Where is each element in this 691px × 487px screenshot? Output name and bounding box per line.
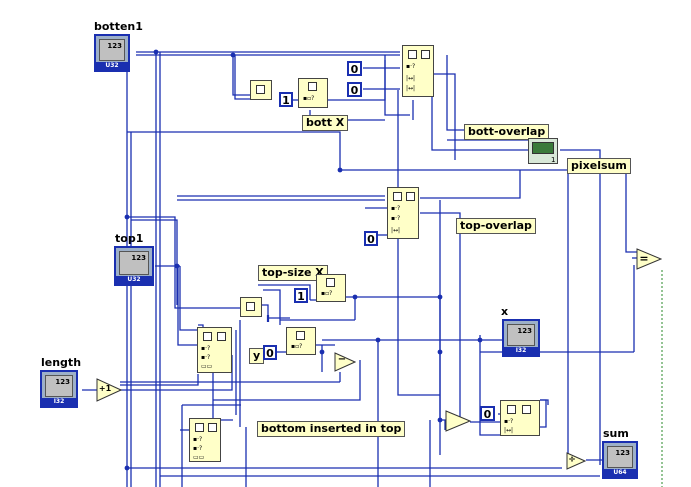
bott-overlap-subvi[interactable]: 1	[528, 138, 558, 164]
botten1-dtype: U32	[96, 62, 128, 70]
array-size-node-bott[interactable]: ▪▫?	[298, 78, 328, 108]
grid-icon	[256, 85, 265, 94]
grid-icon	[522, 405, 531, 414]
grid-icon	[393, 192, 402, 201]
sum-indicator[interactable]: 123 U64	[602, 441, 638, 479]
x-dtype: I32	[504, 347, 538, 355]
grid-icon	[408, 50, 417, 59]
bott-overlap-count: 1	[551, 156, 556, 164]
grid-icon	[208, 423, 217, 432]
terminal-glyph: |↔|	[391, 227, 401, 234]
constant-zero-top[interactable]: 0	[364, 231, 378, 246]
terminal-glyph: ▭▭	[201, 363, 213, 370]
grid-icon	[326, 278, 335, 287]
grid-icon	[203, 332, 212, 341]
botten1-value: 123	[99, 39, 125, 61]
length-value: 123	[45, 375, 73, 397]
bott-overlap-label: bott-overlap	[464, 124, 550, 140]
replace-array-subset-node-bottom[interactable]: ▪·? ▪·? ▭▭	[189, 418, 221, 462]
grid-icon	[308, 82, 317, 91]
grid-icon	[421, 50, 430, 59]
bottom-inserted-in-top-label: bottom inserted in top	[257, 421, 406, 437]
top1-label: top1	[115, 232, 144, 245]
sum-dtype: U64	[604, 469, 636, 477]
grid-icon	[195, 423, 204, 432]
top-overlap-label: top-overlap	[456, 218, 536, 234]
botten1-array-control[interactable]: 123 U32	[94, 34, 130, 72]
replace-array-subset-node-right[interactable]: ▪·? |↔|	[500, 400, 540, 436]
terminal-glyph: ▪·?	[504, 418, 514, 425]
terminal-glyph: ▪·?	[193, 445, 203, 452]
grid-icon	[217, 332, 226, 341]
top1-array-control[interactable]: 123 U32	[114, 246, 154, 286]
array-size-node-top[interactable]: ▪▫?	[316, 274, 346, 302]
grid-icon	[296, 331, 305, 340]
array-size-node-y[interactable]: ▪▫?	[286, 327, 316, 355]
y-label: y	[249, 348, 265, 364]
terminal-glyph: ▪·?	[391, 215, 401, 222]
constant-one-b[interactable]: 1	[294, 288, 308, 303]
increment-node[interactable]	[96, 378, 122, 402]
increment-symbol: +1	[98, 384, 112, 393]
index-constant-zero-a[interactable]: 0	[347, 61, 362, 76]
grid-icon	[246, 302, 255, 311]
x-label: x	[501, 305, 509, 318]
terminal-glyph: |↔|	[406, 85, 416, 92]
terminal-glyph: ▪·?	[391, 205, 401, 212]
length-label: length	[41, 356, 82, 369]
botten1-label: botten1	[94, 20, 143, 33]
grid-icon	[406, 192, 415, 201]
length-dtype: I32	[42, 398, 76, 406]
equal-symbol: =	[639, 252, 649, 265]
subtract-symbol: −	[337, 354, 347, 365]
top1-value: 123	[119, 251, 149, 275]
array-subset-node-a[interactable]	[250, 80, 272, 100]
terminal-glyph: ▪▫?	[321, 290, 333, 297]
terminal-glyph: ▪▫?	[303, 95, 315, 102]
x-indicator[interactable]: 123 I32	[502, 319, 540, 357]
replace-array-subset-node-top[interactable]: ▪·? |↔| |↔|	[402, 45, 434, 97]
chart-icon	[532, 142, 554, 154]
x-value: 123	[507, 324, 535, 346]
terminal-glyph: ▪·?	[201, 354, 211, 361]
replace-array-subset-node-mid[interactable]: ▪·? ▪·? |↔|	[387, 187, 419, 239]
sum-value: 123	[607, 446, 633, 468]
terminal-glyph: ▪·?	[201, 345, 211, 352]
top1-dtype: U32	[116, 276, 152, 284]
constant-zero-y[interactable]: 0	[263, 345, 277, 360]
replace-array-subset-node-left[interactable]: ▪·? ▪·? ▭▭	[197, 327, 232, 373]
pixelsum-label: pixelsum	[567, 158, 631, 174]
bott-x-label: bott X	[302, 115, 349, 131]
constant-zero-bottom[interactable]: 0	[480, 406, 495, 421]
terminal-glyph: |↔|	[504, 427, 514, 434]
sum-label: sum	[603, 427, 629, 440]
subtract-node[interactable]	[334, 352, 356, 372]
terminal-glyph: ▪·?	[193, 436, 203, 443]
terminal-glyph: ▪▫?	[291, 343, 303, 350]
length-control[interactable]: 123 I32	[40, 370, 78, 408]
terminal-glyph: ▭▭	[193, 454, 205, 461]
divide-node[interactable]	[566, 452, 586, 470]
equal-node[interactable]	[636, 248, 662, 270]
terminal-glyph: |↔|	[406, 75, 416, 82]
top-size-x-label: top-size X	[258, 265, 328, 281]
constant-one-a[interactable]: 1	[279, 92, 293, 107]
grid-icon	[507, 405, 516, 414]
terminal-glyph: ▪·?	[406, 63, 416, 70]
subtract-node-right[interactable]	[445, 410, 471, 432]
array-subset-node-b[interactable]	[240, 297, 262, 317]
index-constant-zero-b[interactable]: 0	[347, 82, 362, 97]
divide-symbol: ÷	[568, 455, 576, 465]
